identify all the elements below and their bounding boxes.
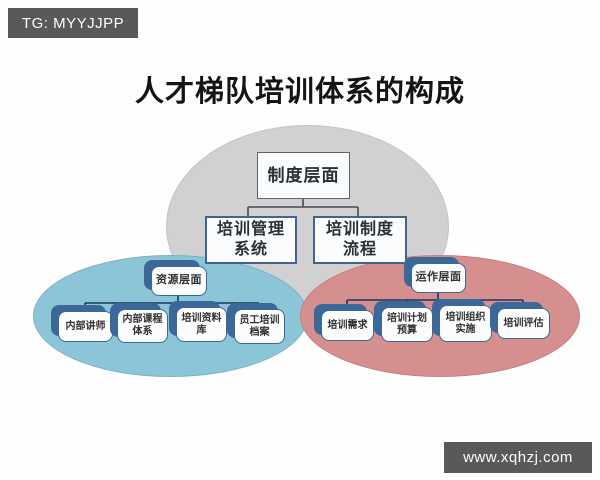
internal-lecturer-label: 内部讲师 (58, 311, 113, 342)
operation-layer-label-box: 运作层面 (404, 257, 466, 293)
watermark-badge-bottom: www.xqhzj.com (444, 442, 592, 473)
training-plan-budget-box: 培训计划 预算 (374, 301, 433, 342)
employee-training-file-label: 员工培训 档案 (234, 309, 285, 344)
watermark-bottom-text: www.xqhzj.com (463, 449, 573, 466)
watermark-badge-top: TG: MYYJJPP (8, 8, 138, 38)
employee-training-file-box: 员工培训 档案 (227, 303, 285, 344)
page-title: 人才梯队培训体系的构成 (134, 76, 465, 108)
training-database-box: 培训资料 库 (169, 301, 227, 342)
training-evaluation-label: 培训评估 (497, 308, 550, 339)
resource-layer-label: 资源层面 (151, 266, 207, 296)
internal-course-box: 内部课程 体系 (110, 303, 168, 343)
training-plan-budget-label: 培训计划 预算 (381, 307, 433, 342)
operation-layer-label: 运作层面 (411, 263, 466, 293)
training-database-label: 培训资料 库 (176, 307, 227, 342)
internal-lecturer-box: 内部讲师 (51, 305, 113, 342)
watermark-top-text: TG: MYYJJPP (21, 14, 125, 32)
institution-layer-box: 制度层面 (257, 152, 350, 199)
training-org-implementation-label: 培训组织 实施 (439, 305, 492, 342)
training-demand-box: 培训需求 (314, 304, 374, 341)
internal-course-label: 内部课程 体系 (117, 309, 168, 343)
resource-layer-label-box: 资源层面 (144, 260, 207, 296)
training-evaluation-box: 培训评估 (490, 302, 550, 339)
training-management-system-box: 培训管理 系统 (205, 216, 297, 264)
training-system-process-box: 培训制度 流程 (313, 216, 407, 264)
training-demand-label: 培训需求 (321, 310, 374, 341)
training-org-implementation-box: 培训组织 实施 (432, 299, 492, 342)
